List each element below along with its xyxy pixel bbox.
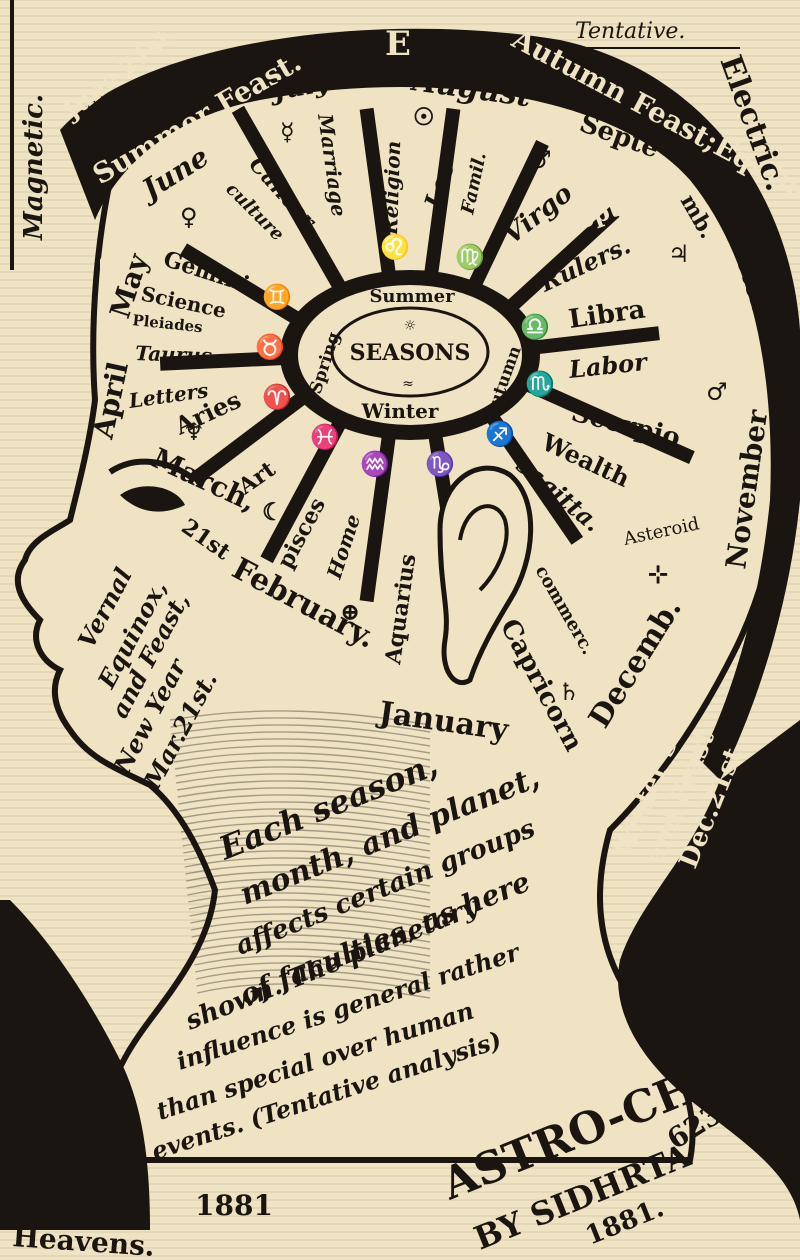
year-left: 1881	[195, 1189, 273, 1222]
cancer-sign-glyph: ♌	[380, 232, 410, 261]
long-hair	[618, 720, 800, 1220]
spoke-4	[503, 206, 620, 315]
neck-hatch-line	[194, 955, 431, 971]
spoke-0	[231, 105, 348, 293]
magnetic-label: Magnetic.	[19, 94, 49, 241]
jupiter-glyph: ♃	[668, 239, 690, 268]
cap-sign-glyph: ♑	[425, 449, 455, 478]
aries-sign-glyph: ♈	[262, 382, 292, 411]
taurus-sign-glyph: ♉	[255, 332, 285, 361]
neck-hatch-line	[192, 934, 431, 950]
virgo-sign-glyph: ♍	[455, 242, 485, 271]
spoke-1	[359, 107, 397, 278]
ear-inner	[458, 504, 509, 592]
ear	[437, 465, 534, 685]
libra-sign-glyph: ♎	[520, 312, 550, 341]
neck-hatch-line	[196, 976, 431, 992]
sign-taurus: Taurus	[135, 341, 213, 368]
hair-band	[60, 28, 800, 780]
neck-hatch-line	[173, 745, 431, 761]
hub-center: SEASONS	[350, 340, 471, 366]
neck-hatch-line	[190, 913, 431, 929]
neck-hatch-line	[180, 815, 431, 831]
neck-hatch-line	[178, 801, 431, 817]
neck-hatch-line	[174, 759, 431, 775]
moon-glyph: ☾	[262, 497, 284, 526]
spoke-11	[189, 389, 311, 486]
neck-hatch-line	[188, 892, 431, 908]
neck-hatch-line	[172, 738, 431, 754]
neck-hatch-line	[169, 710, 431, 726]
spoke-6	[519, 375, 695, 465]
neck-hatch-line	[191, 927, 431, 943]
aqua-sign-glyph: ♒	[360, 449, 390, 478]
pisces-sign-glyph: ♓	[310, 422, 340, 451]
gemini-sign-glyph: ♊	[262, 282, 292, 311]
neck-hatch-line	[185, 864, 431, 880]
neck-hatch-line	[189, 906, 431, 922]
asteroid-glyph: ⊹	[648, 559, 668, 588]
spoke-2	[423, 107, 461, 278]
sun-glyph: ☉	[413, 102, 435, 131]
earth-glyph: ⊕	[340, 597, 360, 626]
spoke-3	[467, 139, 549, 291]
neck-hatch-line	[184, 857, 431, 873]
venus-glyph: ♀	[180, 202, 198, 231]
neck-hatch-line	[197, 983, 431, 999]
spoke-9	[359, 432, 397, 603]
neck-hatch-line	[181, 829, 431, 845]
spoke-7	[484, 410, 584, 545]
mars-glyph: ♂	[530, 145, 552, 174]
east-letter: E	[385, 24, 411, 64]
neck-hatch-line	[171, 724, 431, 740]
neck-hatch-line	[190, 920, 431, 936]
tentative-label: Tentative.	[575, 19, 685, 44]
spoke-10	[260, 417, 348, 564]
neck-hatch-line	[183, 850, 431, 866]
neck-hatch-line	[170, 717, 431, 733]
sun-mark: ☼	[404, 318, 417, 334]
spoke-5	[528, 326, 660, 355]
neck-hatch-line	[185, 871, 431, 887]
neck-hatch-line	[193, 948, 431, 964]
neck-hatch-line	[179, 808, 431, 824]
neck-hatch-line	[175, 766, 431, 782]
seasons-hub-inner	[330, 306, 490, 398]
neck-hatch-line	[171, 731, 431, 747]
saturn-glyph: ♄	[558, 677, 580, 706]
planet-glyphs: ☿ ♀ ☉ ♂ ♃ ♂ ♄ ⊕ ☾ ♆ ♌ ♍ ♎ ♏ ♐ ♑ ♒ ♓ ♈ ♉ …	[180, 102, 728, 706]
neck-hatch-line	[186, 878, 431, 894]
neck-hatch-line	[177, 787, 431, 803]
eyebrow	[108, 458, 197, 483]
mercury-glyph: ☿	[280, 117, 295, 146]
zodiac-spokes	[159, 105, 695, 603]
wave-mark: ≈	[402, 376, 414, 392]
neck-hatch-line	[182, 836, 431, 852]
neck-hatch-line	[195, 962, 431, 978]
scorpio-sign-glyph: ♏	[525, 369, 555, 398]
mars-glyph-2: ♂	[706, 377, 728, 406]
spoke-12	[159, 350, 291, 371]
neck-hatch-line	[183, 843, 431, 859]
neck-hatch-line	[188, 899, 431, 915]
neck-hatch-line	[176, 773, 431, 789]
neck-hatch-line	[181, 822, 431, 838]
neck-hatch-line	[178, 794, 431, 810]
neck-hatch-line	[195, 969, 431, 985]
sag-sign-glyph: ♐	[485, 419, 515, 448]
neck-hatch-line	[174, 752, 431, 768]
neck-shading	[169, 710, 431, 999]
lower-hair	[0, 900, 150, 1230]
neck-hatch-line	[176, 780, 431, 796]
spoke-13	[179, 243, 305, 328]
neptune-glyph: ♆	[183, 417, 205, 446]
hub-top: Summer	[369, 286, 455, 307]
neck-hatch-line	[192, 941, 431, 957]
faculty-religion: Religion	[378, 140, 405, 236]
eye	[120, 486, 185, 512]
hub-bottom: Winter	[361, 399, 439, 423]
neck-hatch-line	[187, 885, 431, 901]
